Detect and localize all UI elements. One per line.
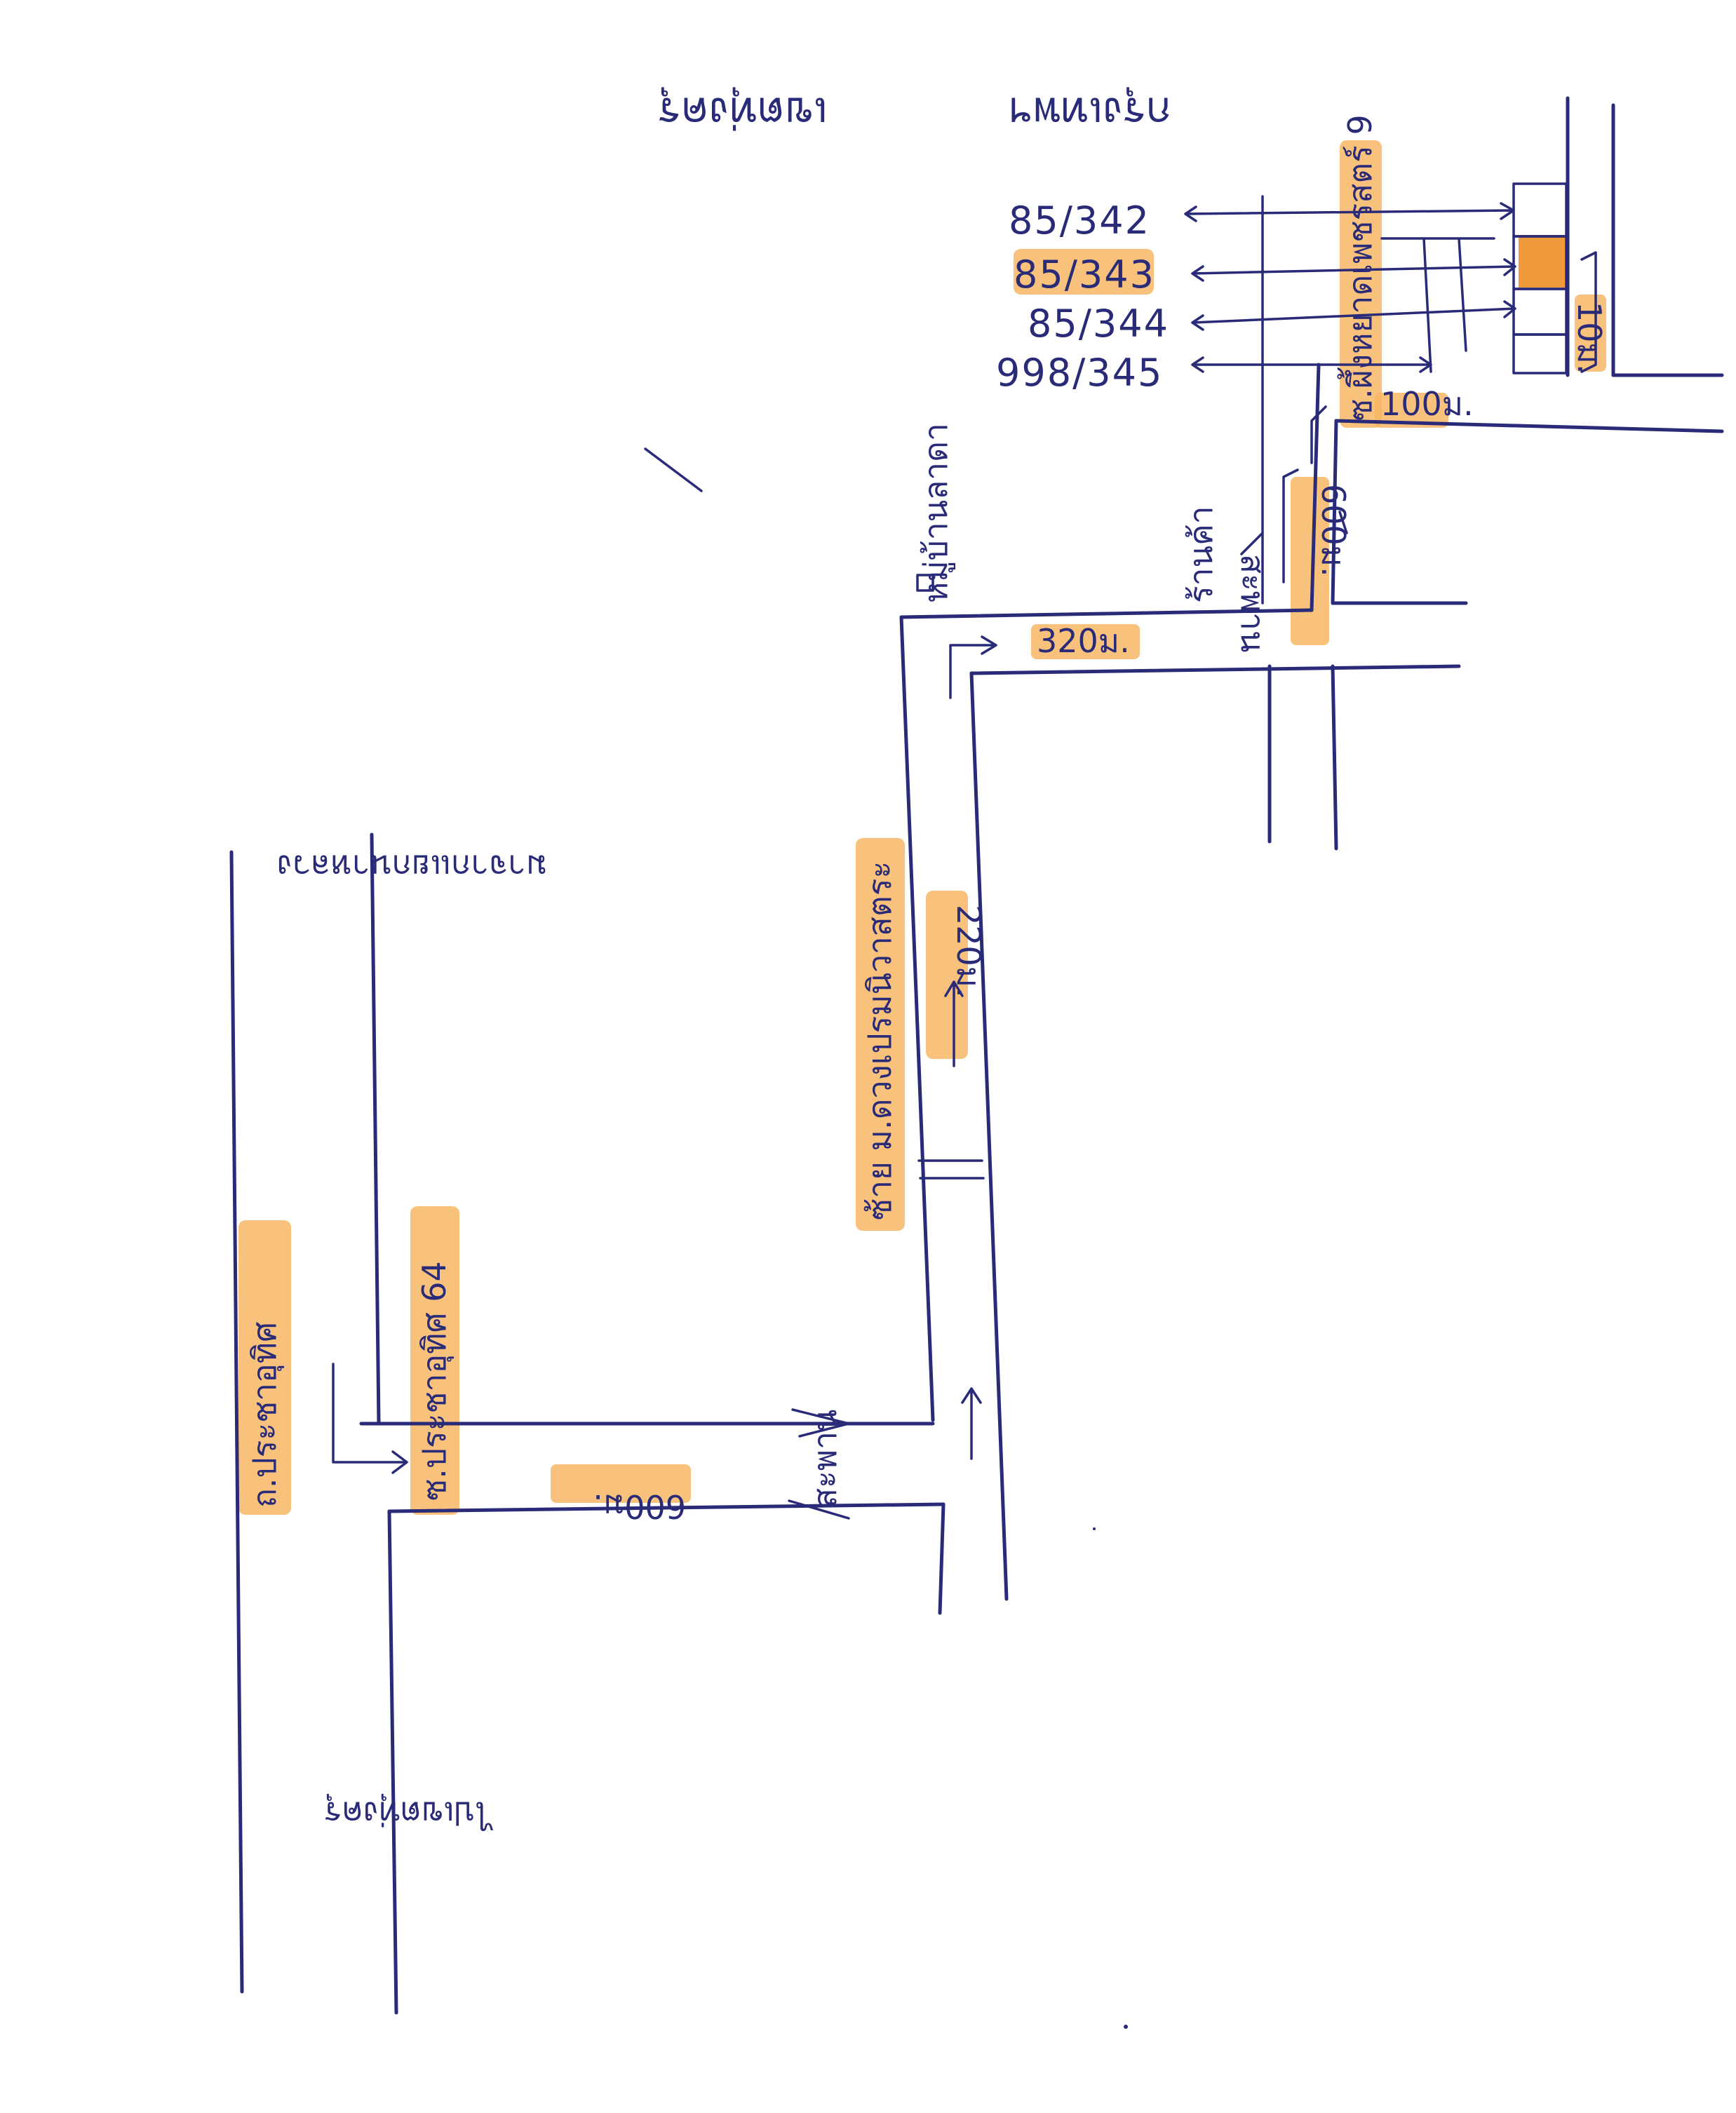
- direction-arrows: [332, 251, 1597, 1474]
- to-label: ไปเขตทุ่งครุ: [324, 1793, 494, 1832]
- distance-320: 320ม.: [1037, 622, 1130, 660]
- header-text: เขตทุ่งครุ กรุงเทพฯ: [658, 87, 1171, 137]
- address-85-342: 85/342: [1009, 198, 1150, 243]
- road-labels: มาจากแยกนาหลวง ไปเขตทุ่งครุ ถ.ประชาอุทิศ…: [245, 114, 1379, 1832]
- soi-top-label: ซ.ผึ้งหยาดเพชรสตร์ 9: [1337, 114, 1379, 421]
- header-district: เขตทุ่งครุ: [658, 87, 828, 137]
- distance-10: 10ม.: [1570, 302, 1608, 374]
- distance-labels: 600ม. 220ม. 320ม. 600ม. 100ม. 10ม.: [593, 302, 1608, 1525]
- bridge-label-1: สะพาน: [806, 1410, 844, 1508]
- bridge-label-2: สะพาน: [1234, 554, 1272, 652]
- distance-220: 220ม.: [950, 905, 988, 998]
- stray-marks: [644, 447, 1128, 2029]
- address-list: 85/342 85/343 85/344 998/345: [996, 198, 1169, 395]
- distance-100: 100ม.: [1380, 385, 1474, 423]
- address-998-345: 998/345: [996, 351, 1163, 395]
- soi-64-label: ซ.ประชาอุทิศ 64: [415, 1261, 455, 1501]
- landmark-label-1: หมู่บ้านลาดา: [917, 423, 955, 603]
- main-road-label: ถ.ประชาอุทิศ: [245, 1322, 285, 1508]
- address-arrows: [1184, 202, 1516, 373]
- soi-mu-ban-label: ซ้าย ม.ดวงเปรมนิวาสตระ: [861, 861, 899, 1220]
- landmark-label-2: ร้านค้า: [1182, 506, 1220, 603]
- landmark-square: [916, 574, 934, 592]
- distance-600-soi64: 600ม.: [593, 1487, 686, 1525]
- distance-600-top: 600ม.: [1314, 484, 1352, 577]
- address-85-343: 85/343: [1014, 252, 1155, 297]
- roads: [229, 96, 1724, 2015]
- address-85-344: 85/344: [1028, 302, 1169, 346]
- from-label: มาจากแยกนาหลวง: [277, 848, 547, 886]
- header-province: กรุงเทพฯ: [1009, 87, 1171, 137]
